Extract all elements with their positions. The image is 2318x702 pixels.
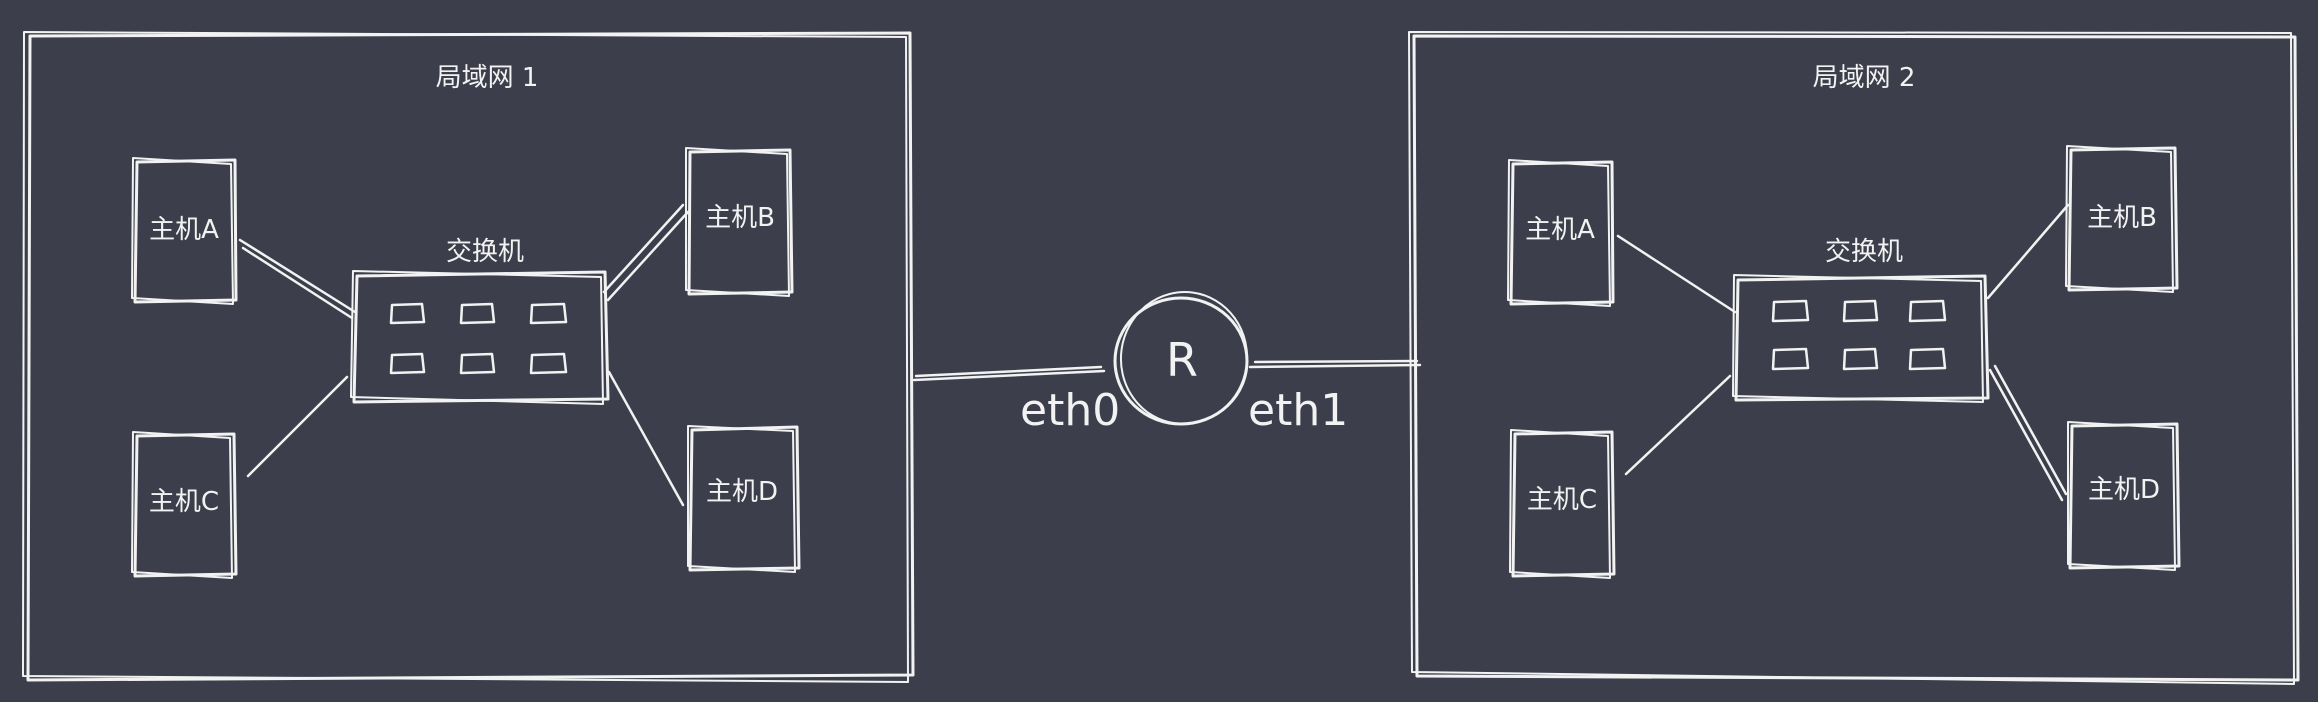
lan-2-host-c-label: 主机C bbox=[1527, 485, 1597, 515]
lan-2-links bbox=[1616, 203, 2070, 502]
lan-1-host-b: 主机B bbox=[685, 147, 794, 297]
lan-2-host-d-label: 主机D bbox=[2088, 475, 2160, 505]
lan-2-host-c: 主机C bbox=[1509, 429, 1616, 579]
lan-2-switch bbox=[1732, 274, 1990, 403]
router-eth1-label: eth1 bbox=[1248, 385, 1348, 436]
lan-1-host-d: 主机D bbox=[687, 425, 801, 573]
lan-2: 局域网 2 交换机 主机A 主机B bbox=[1408, 31, 2300, 685]
lan-1-host-b-label: 主机B bbox=[705, 203, 775, 233]
router-links bbox=[912, 359, 1422, 382]
router-eth0-label: eth0 bbox=[1020, 385, 1120, 436]
router-label: R bbox=[1166, 333, 1198, 387]
lan-1-host-d-label: 主机D bbox=[706, 477, 778, 507]
lan-1-boundary bbox=[22, 31, 915, 683]
lan-1-switch-ports bbox=[389, 302, 568, 375]
lan-1-switch bbox=[350, 270, 610, 405]
lan-1-switch-label: 交换机 bbox=[446, 237, 524, 267]
lan-2-host-a-label: 主机A bbox=[1525, 215, 1595, 245]
lan-2-host-b: 主机B bbox=[2065, 145, 2179, 293]
lan-2-title: 局域网 2 bbox=[1813, 63, 1916, 93]
router: R bbox=[1113, 291, 1249, 426]
lan-2-switch-label: 交换机 bbox=[1825, 237, 1903, 267]
lan-1-links bbox=[238, 203, 690, 507]
lan-1-host-a: 主机A bbox=[131, 157, 238, 305]
lan-2-host-d: 主机D bbox=[2067, 421, 2181, 571]
lan-2-switch-ports bbox=[1771, 299, 1947, 371]
lan-1-title: 局域网 1 bbox=[436, 63, 539, 93]
lan-2-host-b-label: 主机B bbox=[2087, 203, 2157, 233]
lan-1-host-a-label: 主机A bbox=[149, 215, 219, 245]
lan-1: 局域网 1 交换机 主机A 主机B bbox=[22, 31, 915, 683]
lan-1-host-c: 主机C bbox=[131, 431, 238, 579]
lan-2-boundary bbox=[1408, 31, 2300, 685]
lan-1-host-c-label: 主机C bbox=[149, 487, 219, 517]
lan-2-host-a: 主机A bbox=[1507, 159, 1615, 307]
